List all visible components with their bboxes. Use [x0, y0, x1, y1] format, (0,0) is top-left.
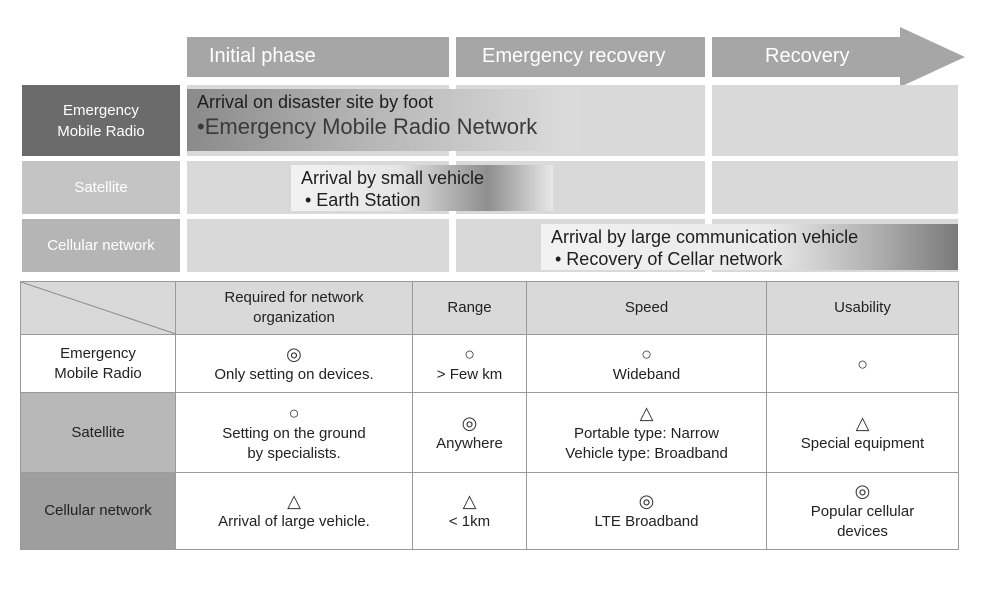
- cell: ○: [766, 334, 959, 393]
- cell: △Special equipment: [766, 392, 959, 473]
- cell-text: Wideband: [612, 365, 681, 383]
- cell-text: Portable type: Narrow Vehicle type: Broa…: [565, 424, 728, 462]
- rating-mark: ◎: [854, 481, 871, 501]
- header-network-organization: Required for network organization: [175, 281, 413, 335]
- rating-mark: ○: [288, 402, 300, 423]
- table-row: Satellite ○Setting on the ground by spec…: [20, 392, 959, 473]
- rating-mark: △: [462, 491, 477, 511]
- band-satellite-full: [712, 161, 958, 214]
- row-header-emergency: Emergency Mobile Radio: [20, 334, 176, 393]
- phase-divider-1: [449, 37, 456, 77]
- comparison-table: Required for network organization Range …: [20, 281, 959, 550]
- cell-text: Arrival of large vehicle.: [218, 513, 370, 530]
- cell-text: > Few km: [436, 365, 503, 383]
- callout-cellular: Arrival by large communication vehicle •…: [541, 224, 958, 270]
- callout-satellite-item: • Earth Station: [305, 190, 421, 210]
- cell-text: Popular cellular devices: [810, 503, 915, 540]
- band-emergency-full: [712, 85, 958, 156]
- callout-emergency: Arrival on disaster site by foot •Emerge…: [187, 89, 579, 151]
- row-label-emergency: Emergency Mobile Radio: [22, 85, 180, 156]
- band-cellular-initial: [187, 219, 449, 272]
- cell-text: LTE Broadband: [594, 513, 699, 530]
- header-speed: Speed: [526, 281, 767, 335]
- row-label-satellite: Satellite: [22, 161, 180, 214]
- callout-emergency-title: Arrival on disaster site by foot: [197, 92, 434, 112]
- cell: ○> Few km: [412, 334, 527, 393]
- cell-text: Only setting on devices.: [214, 365, 374, 383]
- phase-arrow-shape: [187, 27, 965, 87]
- cell: △ < 1km: [412, 472, 527, 550]
- rating-mark: △: [855, 412, 870, 433]
- phase-divider-2: [705, 37, 712, 77]
- table-corner: [20, 281, 176, 335]
- cell: ◎Popular cellular devices: [766, 472, 959, 550]
- row-label-cellular: Cellular network: [22, 219, 180, 272]
- table-header-row: Required for network organization Range …: [20, 281, 959, 335]
- cell: △ Arrival of large vehicle.: [175, 472, 413, 550]
- corner-diagonal: [21, 282, 176, 334]
- callout-cellular-title: Arrival by large communication vehicle: [551, 227, 859, 247]
- rating-mark: △: [287, 491, 301, 511]
- cell: ○Wideband: [526, 334, 767, 393]
- rating-mark: ○: [857, 353, 868, 374]
- table-row: Emergency Mobile Radio ◎Only setting on …: [20, 334, 959, 393]
- phase-emergency-recovery: Emergency recovery: [482, 45, 666, 67]
- rating-mark: ○: [464, 343, 475, 364]
- cell-text: < 1km: [448, 513, 491, 530]
- rating-mark: ◎: [286, 343, 302, 364]
- rating-mark: △: [639, 402, 654, 423]
- cell-text: Setting on the ground by specialists.: [222, 424, 366, 462]
- cell-text: Anywhere: [436, 434, 503, 452]
- callout-satellite: Arrival by small vehicle • Earth Station: [291, 165, 553, 211]
- row-header-cellular: Cellular network: [20, 472, 176, 550]
- callout-satellite-title: Arrival by small vehicle: [301, 168, 485, 188]
- phase-recovery: Recovery: [765, 45, 850, 67]
- callout-cellular-item: • Recovery of Cellar network: [555, 249, 783, 269]
- rating-mark: ◎: [461, 412, 478, 433]
- cell: ◎Anywhere: [412, 392, 527, 473]
- cell: ◎Only setting on devices.: [175, 334, 413, 393]
- phase-initial: Initial phase: [209, 45, 316, 67]
- cell: ◎ LTE Broadband: [526, 472, 767, 550]
- header-usability: Usability: [766, 281, 959, 335]
- rating-mark: ○: [641, 343, 652, 364]
- callout-emergency-item: •Emergency Mobile Radio Network: [197, 114, 538, 139]
- cell: △Portable type: Narrow Vehicle type: Bro…: [526, 392, 767, 473]
- table-row: Cellular network △ Arrival of large vehic…: [20, 472, 959, 550]
- cell-text: Special equipment: [800, 434, 925, 452]
- phase-arrow: [187, 27, 965, 87]
- rating-mark: ◎: [638, 491, 655, 511]
- cell: ○Setting on the ground by specialists.: [175, 392, 413, 473]
- header-range: Range: [412, 281, 527, 335]
- row-header-satellite: Satellite: [20, 392, 176, 473]
